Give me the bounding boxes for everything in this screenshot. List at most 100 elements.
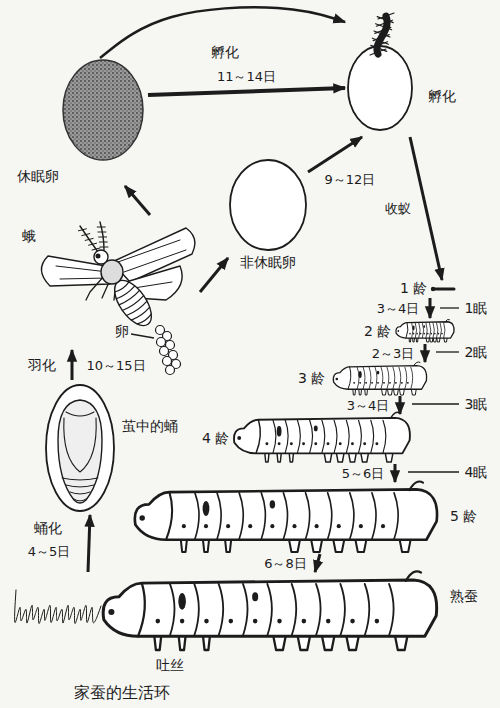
duration-label: 4～5日 xyxy=(26,543,73,560)
worm-spiracle xyxy=(381,524,385,528)
worm-segment xyxy=(375,367,377,389)
non-dormant-egg xyxy=(230,160,306,250)
egg xyxy=(163,357,172,366)
worm-segment xyxy=(393,367,395,389)
worm-segment xyxy=(411,367,413,389)
worm-segment xyxy=(405,367,407,389)
duration-label: 3～4日 xyxy=(345,397,392,414)
worm-segment xyxy=(322,420,325,453)
larva-node: 5 龄 xyxy=(128,482,490,554)
worm-horn xyxy=(390,412,400,418)
worm-spiracle xyxy=(375,619,380,624)
larva-node: 1 龄 xyxy=(398,280,460,298)
stage-label: 孵化 xyxy=(209,44,241,61)
pupa-head-line xyxy=(66,412,94,416)
arrow-connector xyxy=(200,258,228,292)
worm-spiracle xyxy=(431,333,433,335)
worm-eye xyxy=(108,609,114,615)
worm-spiracle xyxy=(290,442,293,445)
arrow-connector xyxy=(125,186,150,215)
worm-marking xyxy=(377,371,380,375)
worm-spiracle xyxy=(363,442,366,445)
worm-segment xyxy=(369,367,371,389)
worm-spiracle xyxy=(353,382,355,384)
worm-marking xyxy=(412,326,414,331)
worm-spiracle xyxy=(383,382,385,384)
antenna-barb xyxy=(85,238,93,240)
worm-spiracle xyxy=(407,382,409,384)
abdomen-stripe xyxy=(126,301,147,317)
worm-head-line xyxy=(348,367,351,389)
worm-spiracle xyxy=(377,382,379,384)
larva-node: 4 龄 xyxy=(200,414,415,464)
worm-eye xyxy=(397,330,399,332)
worm-marking xyxy=(178,593,186,610)
antenna-barb xyxy=(89,243,97,245)
antenna-barb xyxy=(99,242,107,243)
worm-spiracle xyxy=(365,382,367,384)
worm-horn xyxy=(406,571,421,581)
worm-segment xyxy=(419,323,420,338)
larva-head xyxy=(431,287,435,291)
worm-segment xyxy=(433,323,434,338)
moth-head xyxy=(94,250,108,264)
abdomen-stripe xyxy=(131,307,150,321)
arrow-connector xyxy=(71,350,74,380)
duration-label: 9～12日 xyxy=(323,171,378,188)
moth-node: 蛾 xyxy=(15,215,200,350)
abdomen-stripe xyxy=(119,290,140,306)
worm-marking xyxy=(252,592,258,601)
leader-line xyxy=(436,351,459,352)
illustration xyxy=(345,12,475,137)
hatchling-hair xyxy=(371,45,387,51)
worm-spiracle xyxy=(155,619,160,624)
arrow-connector xyxy=(148,88,345,95)
abdomen-stripe xyxy=(122,296,144,312)
worm-spiracle xyxy=(375,442,378,445)
mature-larva-node: 熟蚕 xyxy=(12,572,490,682)
egg xyxy=(166,366,175,375)
worm-spiracle xyxy=(204,524,208,528)
antenna-barb xyxy=(100,247,108,248)
duration-label: 6～8日 xyxy=(262,555,309,572)
worm-spiracle xyxy=(416,333,418,335)
abdomen-stripe xyxy=(116,286,135,300)
worm-segment xyxy=(394,493,398,539)
cocoon xyxy=(46,385,114,511)
molt-label: 2眠 xyxy=(463,344,490,361)
worm-spiracle xyxy=(337,524,341,528)
worm-segment xyxy=(430,323,431,338)
worm-spiracle xyxy=(420,333,422,335)
arrow-connector xyxy=(410,137,442,280)
worm-head-line xyxy=(406,323,408,338)
worm-spiracle xyxy=(389,382,391,384)
worm-spiracle xyxy=(423,333,425,335)
pupa-wing-case xyxy=(64,418,96,472)
illustration xyxy=(12,572,490,682)
worm-segment xyxy=(365,584,370,636)
worm-spiracle xyxy=(292,524,296,528)
node-label: 孵化 xyxy=(428,88,456,105)
worm-spiracle xyxy=(270,524,274,528)
worm-spiracle xyxy=(327,442,330,445)
worm-segment xyxy=(195,493,199,539)
moth-eye xyxy=(96,254,101,259)
larva-node: 3 龄 xyxy=(296,362,430,396)
worm-segment xyxy=(239,493,243,539)
antenna-barb xyxy=(82,234,90,236)
worm-segment xyxy=(340,584,345,636)
worm-segment xyxy=(381,367,383,389)
worm-spiracle xyxy=(438,333,440,335)
node-label: 茧中的蛹 xyxy=(122,418,178,435)
worm-spiracle xyxy=(265,442,268,445)
node-label: 非休眠卵 xyxy=(240,254,296,271)
worm-spiracle xyxy=(226,524,230,528)
worm-segment xyxy=(415,323,416,338)
worm-spiracle xyxy=(350,619,355,624)
worm-segment xyxy=(422,323,423,338)
worm-segment xyxy=(306,493,310,539)
hatchling-hair xyxy=(374,31,390,37)
dormant-egg xyxy=(63,60,143,160)
leader-line xyxy=(408,471,459,472)
